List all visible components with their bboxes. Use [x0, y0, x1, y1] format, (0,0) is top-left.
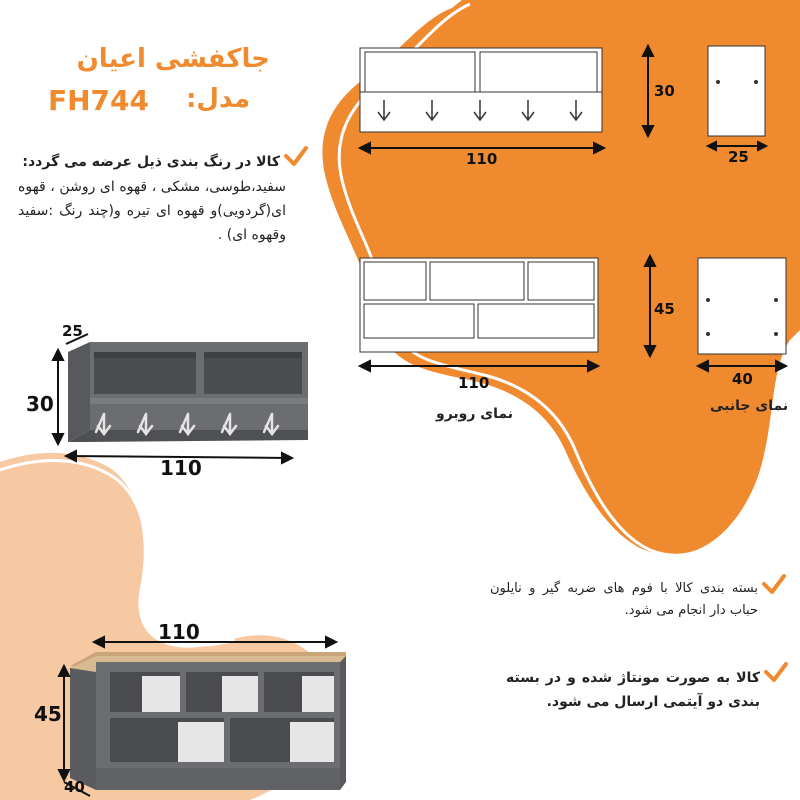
check-icon-shipping: [764, 662, 788, 682]
packaging-note: بسته بندی کالا با فوم های ضربه گیر و نای…: [490, 581, 758, 618]
rack-photo-width-label: 110: [160, 456, 202, 480]
rack-front-drawing: [359, 47, 603, 133]
rack-photo-height-label: 30: [26, 392, 54, 416]
rack-front-height-dimension: [641, 43, 655, 139]
colors-heading: کالا در رنگ بندی ذیل عرضه می گردد:: [22, 154, 280, 170]
bench-side-depth-dimension: [695, 359, 789, 373]
check-icon-packaging: [762, 574, 786, 594]
bench-side-drawing: [697, 257, 787, 355]
shipping-note: کالا به صورت مونتاژ شده و در بسته بندی د…: [506, 670, 760, 710]
rack-photo-depth-dimension: [65, 333, 89, 345]
model-code: FH744: [48, 84, 150, 117]
product-title: جاکفشی اعیان: [76, 44, 270, 74]
bench-front-drawing: [359, 257, 599, 353]
check-icon-colors: [284, 146, 308, 166]
bench-photo-height-label: 45: [34, 702, 62, 726]
bench-photo-height-dimension: [57, 663, 71, 783]
bench-side-depth-label: 40: [732, 370, 753, 388]
rack-side-drawing: [707, 45, 766, 137]
side-view-label: نمای جانبی: [710, 398, 789, 414]
rack-photo-height-dimension: [51, 347, 65, 447]
rack-side-depth-label: 25: [728, 148, 749, 166]
rack-side-depth-dimension: [705, 140, 769, 152]
bench-front-height-label: 45: [654, 300, 675, 318]
rack-front-width-label: 110: [466, 150, 498, 168]
rack-photo-width-dimension: [63, 449, 295, 465]
rack-front-height-label: 30: [654, 82, 675, 100]
bench-front-height-dimension: [643, 253, 657, 359]
colors-body: سفید،طوسی، مشکی ، قهوه ای روشن ، قهوه ای…: [18, 179, 286, 243]
model-label: مدل:: [186, 84, 251, 114]
bench-front-width-label: 110: [458, 374, 490, 392]
peach-blob-outline: [0, 459, 236, 647]
front-view-label: نمای روبرو: [436, 406, 514, 422]
bench-photo-width-label: 110: [158, 620, 200, 644]
bench-photo-depth-label: 40: [64, 778, 85, 796]
bench-photo-depth-dimension: [63, 781, 91, 797]
rack-photo-depth-label: 25: [62, 322, 83, 340]
rack-photo: [68, 342, 308, 442]
rack-front-width-dimension: [357, 141, 607, 155]
bench-photo-width-dimension: [91, 635, 339, 649]
bench-photo: [70, 652, 346, 790]
bench-front-width-dimension: [357, 359, 601, 373]
